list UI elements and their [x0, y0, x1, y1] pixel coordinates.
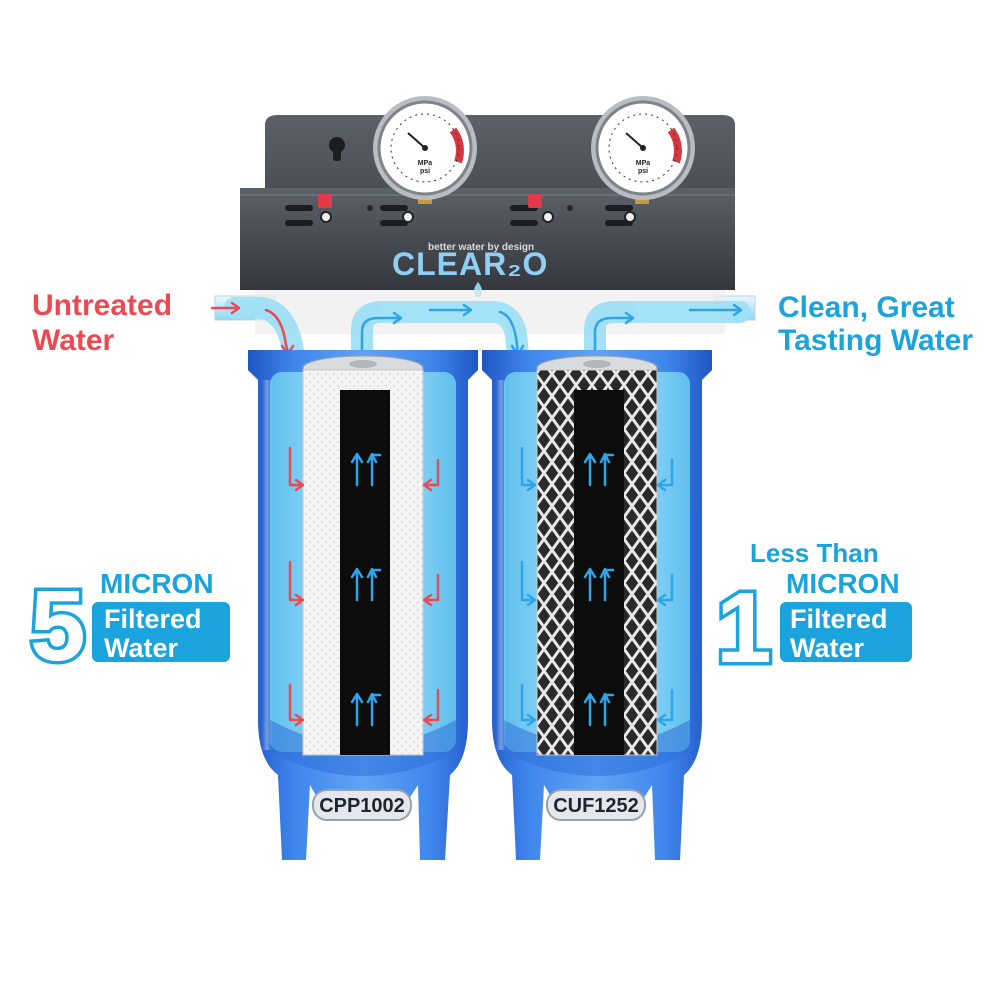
- brand-tagline: better water by design: [428, 242, 534, 253]
- bolt-head: [320, 211, 332, 223]
- cartridge-2-up-arrows: [583, 452, 615, 727]
- inlet-label-line2: Water: [32, 324, 115, 357]
- pressure-gauge-2: MPa psi: [591, 96, 695, 204]
- cartridge-2-label: CUF1252: [546, 789, 646, 821]
- brand-logo: CLEAR₂O: [392, 246, 548, 282]
- stage-2-prefix: Less Than: [750, 538, 879, 568]
- pressure-gauge-1: MPa psi: [373, 96, 477, 204]
- bracket-bolts: [285, 205, 633, 226]
- stage-2-number: 1: [716, 572, 772, 684]
- stage-2-line1: Filtered: [790, 604, 888, 634]
- cartridge-1-label: CPP1002: [312, 789, 412, 821]
- pressure-relief-button-2[interactable]: [528, 194, 542, 208]
- pressure-relief-button-1[interactable]: [318, 194, 332, 208]
- outlet-label-line2: Tasting Water: [778, 324, 973, 357]
- keyhole-icon: [329, 137, 345, 161]
- stage-1-unit: MICRON: [100, 568, 214, 599]
- cartridge-2-label-text: CUF1252: [553, 795, 639, 817]
- gauge-units-top: MPa: [636, 160, 651, 167]
- bolt-head: [624, 211, 636, 223]
- top-flow-arrows: [210, 301, 743, 362]
- housing-2-inflow-arrows: [520, 446, 674, 727]
- gauge-units-top: MPa: [418, 160, 433, 167]
- inlet-label-line1: Untreated: [32, 289, 172, 322]
- outlet-label-line1: Clean, Great: [778, 291, 955, 324]
- stage-1-badge: 5 MICRON Filtered Water: [27, 567, 230, 686]
- stage-1-number: 5: [30, 570, 86, 682]
- housing-1-inflow-arrows: [288, 446, 440, 727]
- gauge-units-bottom: psi: [420, 168, 430, 175]
- gauge-units-bottom: psi: [638, 168, 648, 175]
- stage-2-badge: Less Than 1 MICRON Filtered Water: [713, 538, 912, 688]
- bolt-head: [542, 211, 554, 223]
- stage-1-line2: Water: [104, 633, 179, 663]
- cartridge-cpp1002: [302, 355, 424, 756]
- cartridge-1-label-text: CPP1002: [319, 795, 405, 817]
- bolt-head: [402, 211, 414, 223]
- cartridge-1-up-arrows: [350, 452, 382, 727]
- cartridge-cuf1252: [536, 355, 658, 756]
- stage-1-line1: Filtered: [104, 604, 202, 634]
- stage-2-line2: Water: [790, 633, 865, 663]
- stage-2-unit: MICRON: [786, 568, 900, 599]
